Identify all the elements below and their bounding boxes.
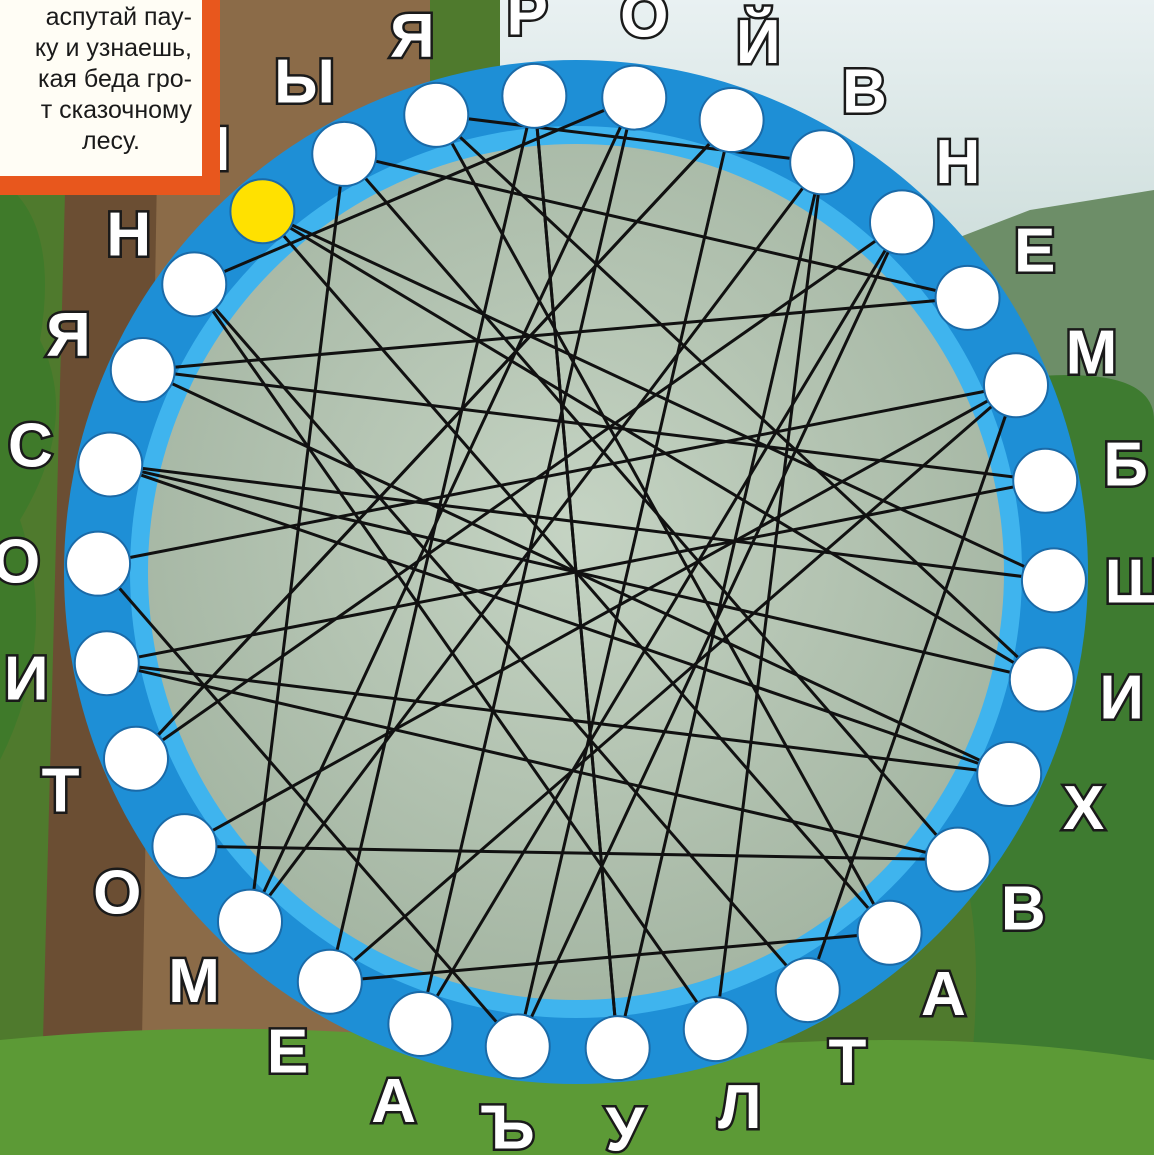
ring-letter: Б — [1103, 431, 1148, 500]
instruction-text: аспутай пау- ку и узнаешь, кая беда гро-… — [0, 0, 202, 176]
ring-letter: А — [921, 960, 966, 1029]
peg[interactable] — [858, 901, 922, 965]
ring-letter: О — [620, 0, 668, 51]
ring-letter: Е — [1014, 216, 1055, 285]
start-peg[interactable] — [230, 179, 294, 243]
ring-letter: У — [606, 1095, 646, 1155]
ring-letter: О — [0, 528, 40, 597]
peg[interactable] — [984, 353, 1048, 417]
peg[interactable] — [1022, 548, 1086, 612]
ring-letter: В — [842, 57, 887, 126]
ring-letter: Т — [42, 756, 80, 825]
ring-letter: Ш — [1105, 547, 1154, 616]
peg[interactable] — [936, 266, 1000, 330]
peg[interactable] — [152, 814, 216, 878]
peg[interactable] — [388, 992, 452, 1056]
peg[interactable] — [75, 631, 139, 695]
ring-letter: Я — [46, 301, 91, 370]
ring-letter: Ъ — [481, 1093, 535, 1155]
ring-letter: Л — [718, 1073, 762, 1142]
peg[interactable] — [926, 828, 990, 892]
ring-letter: И — [4, 644, 49, 713]
peg[interactable] — [162, 252, 226, 316]
peg[interactable] — [486, 1014, 550, 1078]
peg[interactable] — [66, 532, 130, 596]
ring-letter: Р — [507, 0, 548, 49]
instruction-line: кая беда гро- — [0, 64, 192, 95]
ring-letter: Н — [936, 128, 981, 197]
ring-letter: Т — [829, 1027, 867, 1096]
peg[interactable] — [78, 432, 142, 496]
peg[interactable] — [700, 88, 764, 152]
instruction-card: аспутай пау- ку и узнаешь, кая беда гро-… — [0, 0, 220, 195]
ring-letter: О — [93, 859, 141, 928]
ring-letter: Й — [736, 7, 781, 77]
ring-letter: Х — [1063, 774, 1104, 843]
peg[interactable] — [502, 64, 566, 128]
ring-letter: А — [371, 1067, 416, 1136]
peg[interactable] — [1010, 648, 1074, 712]
instruction-line: т сказочному — [0, 95, 192, 126]
peg[interactable] — [298, 950, 362, 1014]
ring-letter: И — [1099, 663, 1144, 732]
ring-letter: Ы — [274, 48, 335, 117]
instruction-line: аспутай пау- — [0, 2, 192, 33]
peg[interactable] — [586, 1016, 650, 1080]
ring-letter: В — [1001, 875, 1046, 944]
instruction-line: ку и узнаешь, — [0, 33, 192, 64]
ring-letter: С — [8, 412, 53, 481]
peg[interactable] — [312, 122, 376, 186]
peg[interactable] — [104, 727, 168, 791]
peg[interactable] — [1013, 449, 1077, 513]
ring-letter: Н — [106, 200, 151, 269]
ring-letter: М — [1066, 319, 1118, 388]
peg[interactable] — [684, 997, 748, 1061]
peg[interactable] — [977, 742, 1041, 806]
peg[interactable] — [602, 66, 666, 130]
peg[interactable] — [111, 338, 175, 402]
ring-letter: М — [168, 947, 220, 1016]
ring-letter: Е — [267, 1018, 308, 1087]
instruction-line: лесу. — [0, 126, 192, 157]
peg[interactable] — [776, 958, 840, 1022]
peg[interactable] — [790, 130, 854, 194]
peg[interactable] — [404, 83, 468, 147]
ring-letter: Я — [390, 2, 435, 71]
peg[interactable] — [218, 890, 282, 954]
peg[interactable] — [870, 190, 934, 254]
